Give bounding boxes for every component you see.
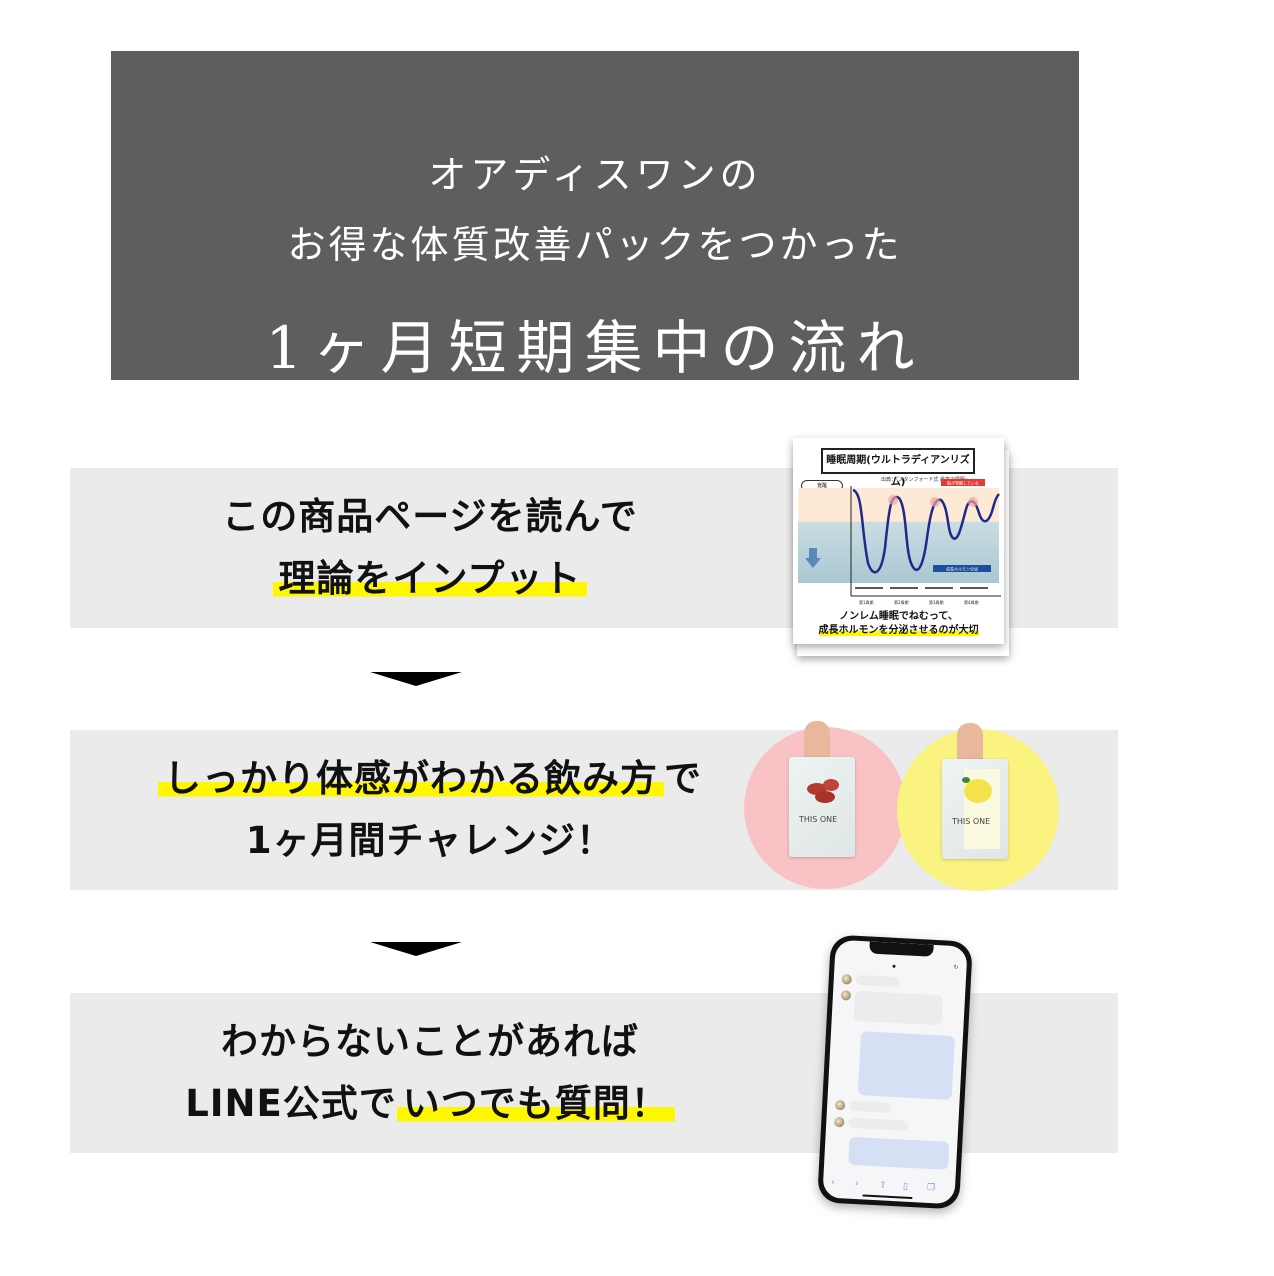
step-2-highlight: しっかり体感がわかる飲み方 [158,757,664,800]
step-3-line-1: わからないことがあれば [221,1020,639,1063]
step-1-text: この商品ページを読んで 理論をインプット [70,486,790,610]
step-2-line-1-rest: で [664,757,702,800]
tabs-icon: ❐ [926,1182,936,1194]
svg-text:成長ホルモン分泌: 成長ホルモン分泌 [946,566,978,572]
forward-icon: › [854,1179,859,1190]
product-brand: THIS ONE [799,815,838,824]
sleep-cycle-chart-card: 睡眠周期(ウルトラディアンリズム) 出典：「スタンフォード式 最高の睡眠」 覚醒… [793,438,1004,644]
sleep-cycle-graph: 脳が覚醒している 成長ホルモン分泌 第1周期 第2周期 第3周期 第4周期 [798,479,1001,605]
jujube-icon [807,779,839,803]
share-icon: ⇪ [878,1180,887,1191]
svg-text:第4周期: 第4周期 [964,599,979,605]
bookmarks-icon: ▯ [902,1181,909,1192]
chart-caption: ノンレム睡眠でねむって、 成長ホルモンを分泌させるのが大切 [793,610,1004,638]
step-2-text: しっかり体感がわかる飲み方で 1ヶ月間チャレンジ！ [70,748,790,872]
reload-icon: ↻ [953,963,959,972]
brain-active-label: 脳が覚醒している [947,480,979,486]
lemon-icon [962,777,992,803]
step-1-highlight: 理論をインプット [272,557,588,600]
hero-line-1: オアディスワンの [428,153,762,197]
step-1-line-1: この商品ページを読んで [222,495,638,538]
caption-line-1: ノンレム睡眠でねむって、 [839,611,958,622]
back-icon: ‹ [830,1177,835,1188]
hero-banner: オアディスワンの お得な体質改善パックをつかった 1ヶ月短期集中の流れ [111,51,1079,382]
product-pouch-lemon: THIS ONE [942,759,1008,859]
caption-line-2: 成長ホルモンを分泌させるのが大切 [818,625,979,636]
product-circle-yellow: THIS ONE [897,723,1059,891]
smartphone-line-chat: ↻ ‹ › ⇪ ▯ ❐ [817,934,973,1210]
step-3-highlight: いつでも質問！ [396,1082,675,1125]
hero-line-2: お得な体質改善パックをつかった [287,223,903,267]
svg-text:第3周期: 第3周期 [929,599,944,605]
step-3-line-2-prefix: LINE公式で [185,1082,397,1125]
hero-title: 1ヶ月短期集中の流れ [265,314,925,382]
step-3-text: わからないことがあれば LINE公式でいつでも質問！ [70,1011,790,1135]
svg-text:第2周期: 第2周期 [894,599,909,605]
chart-source: 出典：「スタンフォード式 最高の睡眠」 [881,477,970,483]
chart-title: 睡眠周期(ウルトラディアンリズム) [821,448,975,488]
product-pouch-jujube: THIS ONE [789,757,855,857]
product-brand: THIS ONE [952,817,991,826]
step-2-line-2: 1ヶ月間チャレンジ！ [245,819,615,862]
phone-screen: ↻ ‹ › ⇪ ▯ ❐ [822,939,968,1205]
phone-notch [869,941,934,957]
svg-text:第1周期: 第1周期 [859,599,874,605]
down-arrow-icon [370,942,462,956]
product-circle-pink: THIS ONE [744,721,906,889]
down-arrow-icon [370,672,462,686]
